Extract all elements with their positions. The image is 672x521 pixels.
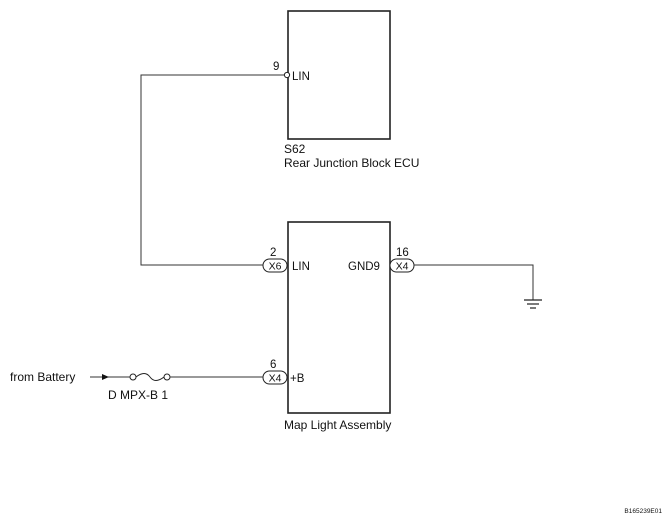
rear-junction-block-ecu-box bbox=[287, 10, 391, 140]
gnd-pin-number: 16 bbox=[396, 247, 409, 259]
gnd-label: GND9 bbox=[348, 261, 380, 273]
arrow-right-icon bbox=[102, 374, 109, 380]
ground-icon bbox=[524, 299, 542, 309]
map-light-lin-label: LIN bbox=[292, 261, 310, 273]
ecu-name: Rear Junction Block ECU bbox=[284, 156, 419, 170]
map-light-name: Map Light Assembly bbox=[284, 418, 391, 432]
fuse-label: D MPX-B 1 bbox=[108, 388, 168, 402]
map-light-assembly-box bbox=[287, 221, 391, 414]
battery-source-label: from Battery bbox=[10, 370, 75, 384]
ecu-pin-number: 9 bbox=[273, 61, 279, 73]
figure-id: B165239E01 bbox=[624, 508, 662, 515]
ecu-pin-label: LIN bbox=[292, 71, 310, 83]
fuse-icon bbox=[129, 373, 171, 381]
ecu-pin-terminal bbox=[283, 71, 291, 79]
b-pin-number: 6 bbox=[270, 359, 276, 371]
lin-pin-number: 2 bbox=[270, 247, 276, 259]
lin-wire bbox=[140, 74, 285, 266]
connector-x6-label: X6 bbox=[269, 261, 282, 273]
b-label: +B bbox=[290, 373, 305, 385]
connector-x4-gnd-label: X4 bbox=[396, 261, 409, 273]
connector-x6-badge bbox=[262, 258, 288, 273]
ecu-code: S62 bbox=[284, 142, 306, 156]
connector-x4-b-label: X4 bbox=[269, 373, 282, 385]
ground-wire bbox=[414, 264, 534, 300]
